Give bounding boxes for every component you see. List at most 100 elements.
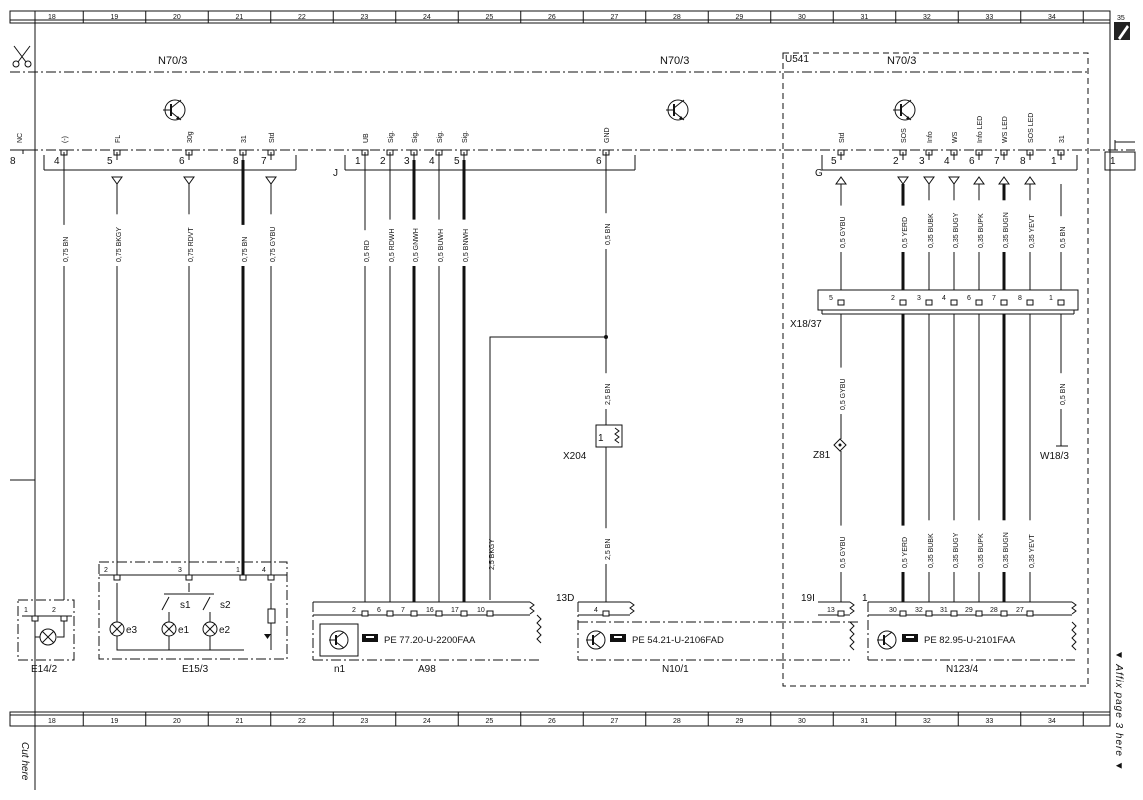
pin-name: WS LED (1002, 116, 1009, 143)
pin-number: 8 (1020, 156, 1026, 167)
svg-text:X204: X204 (563, 451, 587, 462)
cut-note: Cut here (19, 742, 30, 781)
ruler-column-number: 33 (986, 718, 994, 725)
svg-text:4: 4 (594, 607, 598, 614)
wire-label: 2,5 BN (605, 539, 612, 560)
pin-number: 3 (404, 156, 410, 167)
pin-number: 6 (967, 295, 971, 302)
pin-name: Sig. (462, 131, 469, 143)
pin-number: 4 (54, 156, 60, 167)
pin-number: 2 (893, 156, 899, 167)
lamp-icon (39, 628, 57, 646)
ruler-column-number: 34 (1048, 718, 1056, 725)
wire-label: 0,5 GYBU (840, 536, 847, 568)
ruler-column-number: 29 (736, 14, 744, 21)
svg-text:e3: e3 (126, 625, 138, 636)
group-label-u541: U541 (785, 54, 809, 65)
pin-name: Sig. (388, 131, 395, 143)
pin-name: Info LED (977, 116, 984, 143)
wire-label: 0,75 BKGY (116, 227, 123, 262)
ruler-column-number: 33 (986, 14, 994, 21)
edge-pin-right: 1 (1104, 140, 1136, 171)
pin-name: UB (363, 133, 370, 143)
ruler-column-number: 28 (673, 718, 681, 725)
ruler-column-number: 23 (361, 14, 369, 21)
wire-label: 0,35 BUGY (953, 532, 960, 568)
pin-name: 31 (241, 135, 248, 143)
pin-name: FL (115, 135, 122, 143)
pin-number: 6 (969, 156, 975, 167)
x204-connector: 1 X204 (563, 424, 623, 462)
transistor-icon (666, 99, 689, 121)
wire-label: 0,35 BUGN (1003, 212, 1010, 248)
transistor-icon (163, 99, 186, 121)
pin-name: SOS (901, 128, 908, 143)
ruler-column-number: 32 (923, 718, 931, 725)
pin-number: 6 (596, 156, 602, 167)
wire-label: 0,35 BUBK (928, 213, 935, 248)
svg-text:PE 82.95-U-2101FAA: PE 82.95-U-2101FAA (924, 635, 1016, 646)
ruler-column-number: 28 (673, 14, 681, 21)
transistor-icon (877, 630, 897, 650)
pin-number: 7 (992, 295, 996, 302)
e14-lamp-module: 1 2 E14/2 (17, 599, 75, 675)
wire-label: 0,35 BUPK (978, 533, 985, 568)
transistor-icon (329, 630, 349, 650)
hand-pointer-icon (610, 634, 626, 642)
svg-text:W18/3: W18/3 (1040, 451, 1069, 462)
pin-number: 10 (477, 607, 485, 614)
svg-text:s1: s1 (180, 600, 191, 611)
pin-number: 7 (401, 607, 405, 614)
ruler-column-number: 19 (111, 718, 119, 725)
pin-name: Sig. (412, 131, 419, 143)
branch-wire (489, 336, 606, 600)
svg-text:2: 2 (104, 567, 108, 574)
svg-text:1: 1 (1110, 156, 1116, 167)
edge-pin-left: NC 8 (10, 133, 28, 167)
wire-label: 0,5 YERD (902, 537, 909, 568)
pin-number: 5 (831, 156, 837, 167)
wire-label: 0,35 BUGN (1003, 532, 1010, 568)
pin-number: 13 (827, 607, 835, 614)
svg-text:s2: s2 (220, 600, 231, 611)
pin-number: 4 (942, 295, 946, 302)
wire-label: 0,35 YEVT (1029, 534, 1036, 568)
wire-label: 0,35 BUGY (953, 212, 960, 248)
pin-number: 17 (451, 607, 459, 614)
wire-label: 0,5 BN (605, 224, 612, 245)
svg-text:e2: e2 (219, 625, 231, 636)
pin-number: 5 (107, 156, 113, 167)
pin-number: 5 (829, 295, 833, 302)
switch-icon (161, 596, 170, 611)
svg-text:Z81: Z81 (813, 450, 831, 461)
ruler-column-number: 21 (236, 718, 244, 725)
pin-number: 6 (179, 156, 185, 167)
ruler-column-number: 20 (173, 14, 181, 21)
pin-number: 1 (1049, 295, 1053, 302)
module-label-right: N70/3 (887, 55, 916, 67)
transistor-icon (893, 99, 916, 121)
module-label-middle: N70/3 (660, 55, 689, 67)
wire-label: 0,5 YERD (902, 217, 909, 248)
pin-name: (-) (62, 136, 69, 143)
pin-name: Sig. (437, 131, 444, 143)
pin-number: 6 (377, 607, 381, 614)
n10-module: 13D 4 PE 54.21-U-2106FAD N10/1 (556, 593, 860, 675)
wire-label: 0,5 BN (1060, 227, 1067, 248)
pin-name: 30g (187, 131, 194, 143)
pin-number: 16 (426, 607, 434, 614)
ruler-column-number: 22 (298, 14, 306, 21)
ruler-column-number: 34 (1048, 14, 1056, 21)
right-connector-id: G (815, 168, 823, 179)
ruler-column-number: 21 (236, 14, 244, 21)
pin-number: 32 (915, 607, 923, 614)
svg-text:13D: 13D (556, 593, 574, 604)
ruler-column-number: 27 (611, 14, 619, 21)
pin-number: 2 (352, 607, 356, 614)
